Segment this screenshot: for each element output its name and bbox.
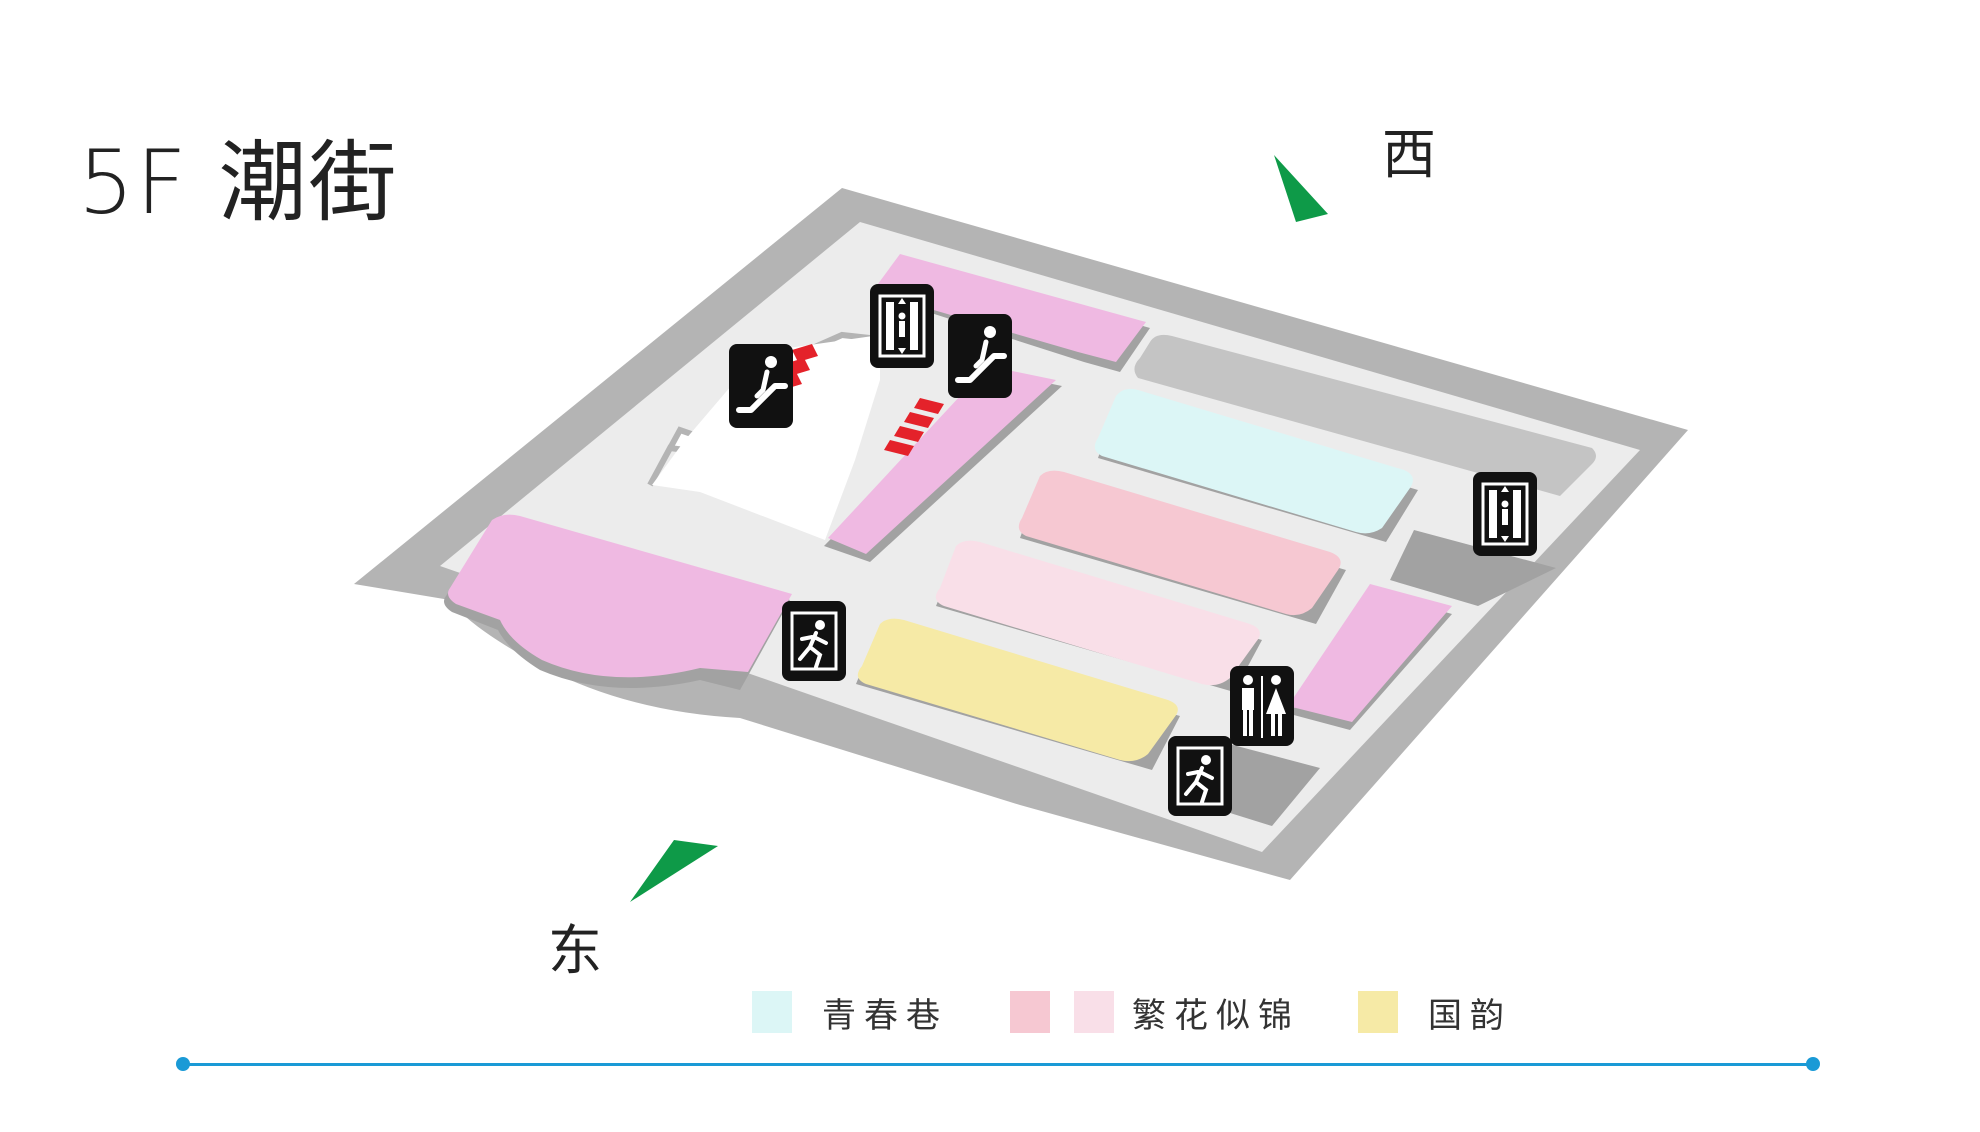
- legend-label-fanhuasijin: 繁花似锦: [1132, 995, 1300, 1036]
- shop-pink-west: [444, 514, 792, 690]
- restroom-icon: [1230, 666, 1294, 746]
- escalator-icon: [948, 314, 1012, 398]
- shop-pink-north: [872, 254, 1150, 372]
- compass-east-arrow-icon: [630, 840, 718, 902]
- emergency-exit-icon: [780, 599, 848, 683]
- legend-swatch-guoyun: [1358, 991, 1398, 1033]
- compass-east-label: 东: [548, 919, 602, 982]
- divider-right-dot: [1806, 1057, 1820, 1071]
- service-block-east: [1390, 530, 1556, 606]
- legend-label-guoyun: 国韵: [1428, 995, 1512, 1036]
- elevator-icon: [1471, 470, 1539, 558]
- shop-pink-east: [1288, 584, 1452, 730]
- zone-guoyun: [856, 618, 1180, 770]
- elevator-icon: [868, 282, 936, 370]
- legend-swatch-fanhuasijin-rose: [1010, 991, 1050, 1033]
- zone-fanhuasijin-rose: [1018, 470, 1346, 624]
- legend-swatch-qingchunxiang: [752, 991, 792, 1033]
- emergency-exit-icon: [1166, 734, 1234, 818]
- compass-west-arrow-icon: [1274, 155, 1328, 222]
- bottom-divider: [182, 1063, 1814, 1066]
- escalator-icon: [729, 344, 793, 428]
- legend-swatch-fanhuasijin-light: [1074, 991, 1114, 1033]
- legend-label-qingchunxiang: 青春巷: [822, 995, 948, 1036]
- compass-west-label: 西: [1382, 123, 1436, 186]
- page-title: 5F 潮街: [78, 131, 399, 234]
- shop-pink-central: [824, 366, 1062, 562]
- zone-fanhuasijin-light: [935, 540, 1262, 692]
- map-legend: 青春巷 繁花似锦 国韵: [752, 990, 1512, 1036]
- zone-qingchunxiang: [1094, 388, 1418, 542]
- service-block-north: [1134, 334, 1596, 496]
